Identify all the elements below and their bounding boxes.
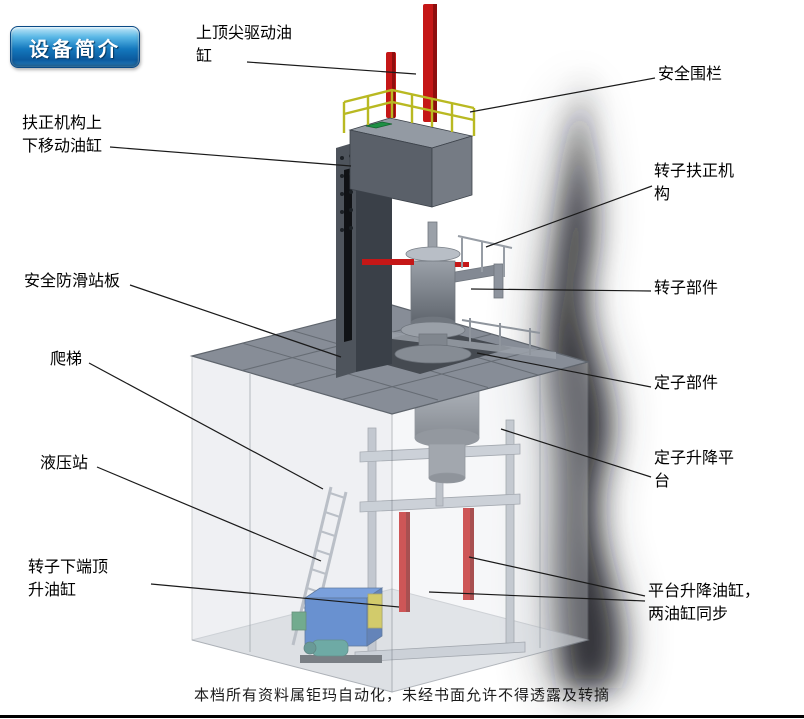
label-rotor-righting-mechanism: 转子扶正机构 [654,163,735,204]
hydraulic-station [291,587,384,663]
bottom-divider [0,715,804,718]
label-righting-move-cylinder: 扶正机构上下移动油缸 [22,115,103,156]
stator-part [414,372,480,484]
label-stator-lift-platform: 定子升降平台 [654,450,735,491]
platform-lift-cylinders [399,508,474,612]
shadow-smudge [539,55,622,690]
enclosure-floor [191,588,590,693]
press-column [336,142,392,378]
anti-slip-platform [189,304,591,415]
label-ladder: 爬梯 [50,351,83,368]
label-rotor-bottom-jack: 转子下端顶升油缸 [28,559,109,600]
confidentiality-footer: 本档所有资料属钜玛自动化，未经书面允许不得透露及转摘 [193,687,610,704]
label-hydraulic-station: 液压站 [40,455,89,472]
leader-lines [88,61,656,608]
safety-fence [342,88,476,136]
rotor-assembly [362,221,513,364]
ladder [291,486,348,651]
stator-lift-frame [354,419,526,663]
label-safety-fence: 安全围栏 [658,66,723,83]
title-badge: 设备简介 [10,26,140,68]
label-anti-slip-platform: 安全防滑站板 [24,273,121,290]
enclosure-walls [191,355,589,693]
label-platform-lift-cylinders: 平台升降油缸，两油缸同步 [648,583,761,624]
label-stator-part: 定子部件 [654,375,719,392]
press-head [348,117,474,208]
label-rotor-part: 转子部件 [654,280,719,297]
label-top-spindle-cylinder: 上顶尖驱动油缸 [196,25,293,66]
top-spindle-drive-cylinders [386,4,437,122]
